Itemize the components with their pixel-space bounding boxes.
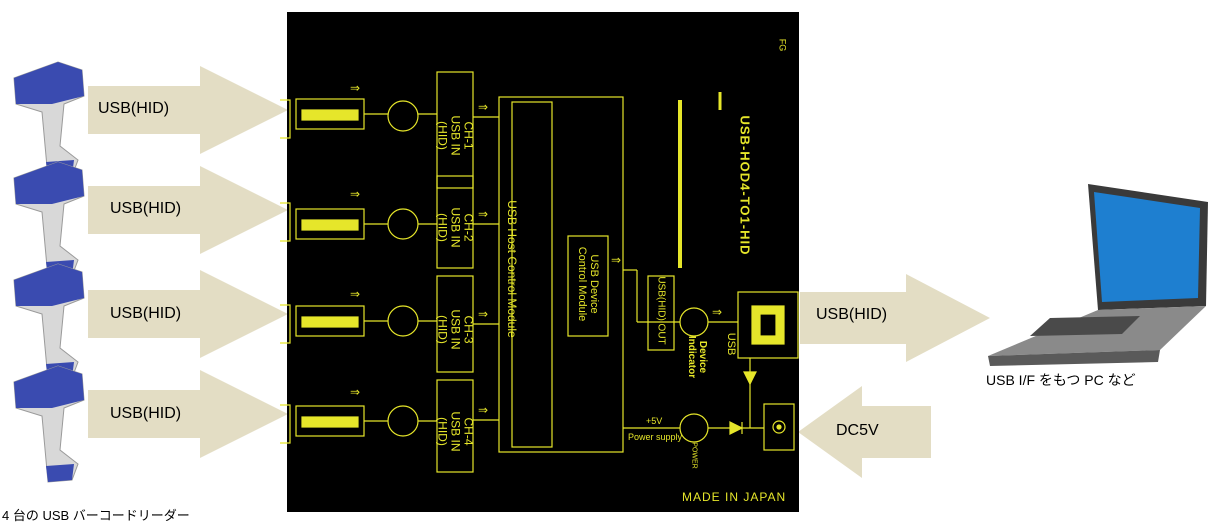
flow-arrow-symbols: ⇒ ⇒ ⇒ ⇒ ⇒ ⇒ ⇒ ⇒ ⇒ ⇒ [350,81,722,417]
usb-port-label: USB [725,332,737,356]
made-in-label: MADE IN JAPAN [682,490,787,504]
usb-hid-output-arrow [800,274,990,362]
usb-hid-label-2: USB(HID) [110,200,182,217]
svg-text:⇒: ⇒ [478,307,488,321]
power-supply-label: Power supply [628,432,683,442]
svg-text:⇒: ⇒ [350,187,360,201]
usb-hid-arrow-1 [88,66,288,154]
usb-hid-label-3: USB(HID) [110,305,182,322]
power-5v-label: +5V [646,416,663,426]
usb-hid-arrow-4 [88,370,288,458]
usb-hid-arrow-3 [88,270,288,358]
circuit-traces [280,71,799,473]
barcode-scanner-icon-3 [13,263,85,381]
converter-board [287,12,799,512]
scanners-caption: 4 台の USB バーコードリーダー [2,508,190,523]
barcode-scanner-icon-1 [13,61,85,179]
usb-hid-label-4: USB(HID) [110,405,182,422]
laptop-icon [988,184,1208,366]
usb-hid-arrow-2 [88,166,288,254]
svg-text:⇒: ⇒ [478,403,488,417]
svg-text:⇒: ⇒ [478,207,488,221]
dc5v-arrow [798,386,931,478]
svg-text:⇒: ⇒ [350,287,360,301]
usb-out-label: USB(HID) OUT [655,276,667,345]
svg-text:⇒: ⇒ [350,81,360,95]
pc-caption: USB I/F をもつ PC など [986,372,1136,388]
svg-text:⇒: ⇒ [478,100,488,114]
barcode-scanner-icon-4 [13,365,85,483]
svg-text:⇒: ⇒ [350,385,360,399]
fg-label: FG [777,38,788,52]
dc5v-label: DC5V [836,422,879,439]
barcode-scanner-icon-2 [13,161,85,279]
usb-hid-output-label: USB(HID) [816,306,888,323]
svg-text:⇒: ⇒ [611,253,621,267]
usb-hid-label-1: USB(HID) [98,100,170,117]
power-label: POWER [690,442,698,469]
host-control-module-label: USB Host Control Module [505,200,519,338]
product-title: USB-HOD4-TO1-HID [737,115,753,256]
svg-text:⇒: ⇒ [712,305,722,319]
